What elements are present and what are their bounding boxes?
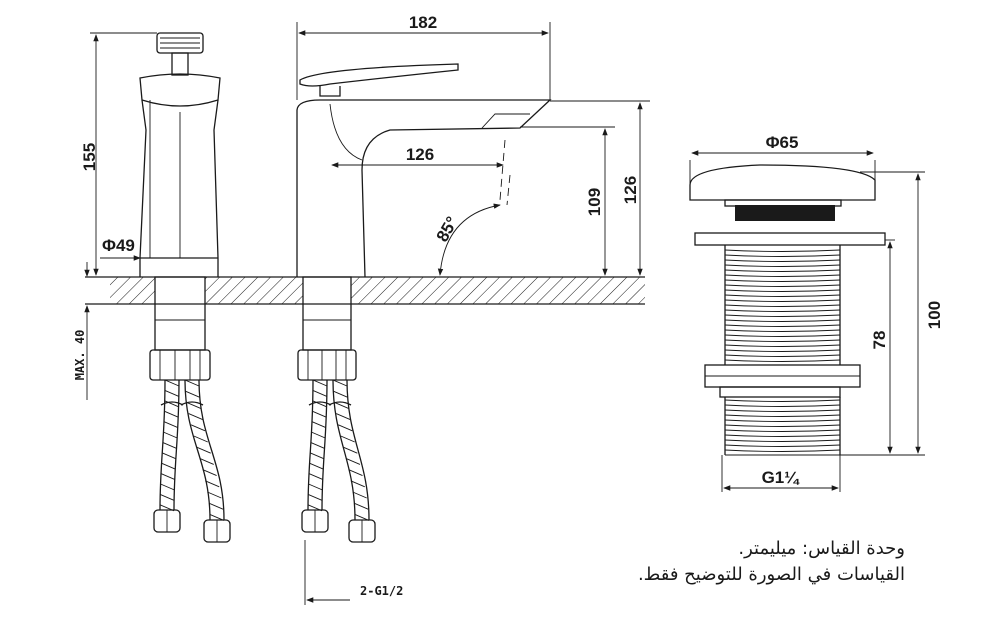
dim-connection: 2-G1/2: [360, 584, 403, 598]
faucet-front-view: [296, 63, 552, 381]
hoses: [153, 379, 376, 543]
countertop: [85, 276, 645, 305]
dim-height-side: 155: [80, 143, 99, 171]
dim-spout-reach: 126: [406, 145, 434, 164]
dim-swivel-angle: 85°: [433, 213, 462, 245]
dim-total-length: 182: [409, 13, 437, 32]
unit-note: وحدة القياس: ميليمتر.: [738, 538, 905, 559]
dim-drain-thread: G1¼: [762, 468, 801, 487]
dim-spout-height: 109: [585, 188, 604, 216]
dim-total-height: 126: [621, 176, 640, 204]
dim-drain-thread-length: 78: [870, 331, 889, 350]
dim-max-deck: MAX. 40: [73, 330, 87, 381]
dim-drain-height: 100: [925, 301, 944, 329]
faucet-side-view: [139, 32, 221, 381]
pop-up-drain: [689, 164, 886, 456]
dimension-lines: [84, 22, 925, 605]
dim-diameter-body: Φ49: [102, 236, 135, 255]
disclaimer-note: القياسات في الصورة للتوضيح فقط.: [637, 564, 905, 585]
dim-drain-cap: Φ65: [766, 133, 799, 152]
